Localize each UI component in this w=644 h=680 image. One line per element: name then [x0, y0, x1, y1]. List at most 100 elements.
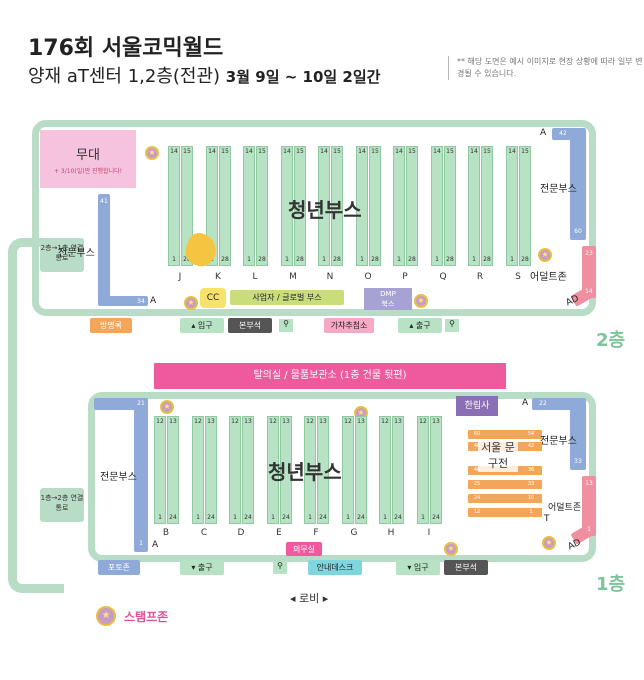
stationery-row[interactable] [468, 480, 542, 489]
booth-number: 15 [408, 148, 416, 155]
booth-column[interactable] [219, 146, 231, 266]
floor2-exit[interactable]: ▴ 출구 [398, 318, 442, 333]
booth-column[interactable] [267, 416, 279, 524]
booth-number: 12 [419, 418, 427, 425]
changing-room-banner[interactable]: 탈의실 / 물품보관소 (1층 건물 뒷편) [154, 363, 506, 389]
booth-number: 10 [527, 495, 535, 501]
booth-column[interactable] [317, 416, 329, 524]
row-letter: K [215, 272, 221, 282]
booth-column[interactable] [192, 416, 204, 524]
venue-dates: 양재 aT센터 1,2층(전관) 3월 9일 ~ 10일 2일간 [28, 62, 380, 88]
stamp-zone-label: 스탬프존 [124, 610, 169, 624]
booth-column[interactable] [506, 146, 518, 266]
booth-column[interactable] [519, 146, 531, 266]
floor2-right-pro-bar [570, 128, 586, 240]
floor2-hq[interactable]: 본부석 [228, 318, 272, 333]
stationery-row[interactable] [468, 508, 542, 517]
floor1-right-a: A [522, 398, 529, 408]
floor1-n1-left: 1 [139, 540, 143, 547]
row-letter: C [200, 528, 208, 538]
booth-column[interactable] [280, 416, 292, 524]
hanlimsa-booth[interactable]: 한림사 [456, 396, 498, 416]
floor2-entrance[interactable]: ▴ 입구 [180, 318, 224, 333]
row-letter: H [387, 528, 395, 538]
booth-number: 42 [527, 443, 535, 449]
booth-column[interactable] [205, 416, 217, 524]
booth-column[interactable] [318, 146, 330, 266]
booth-column[interactable] [431, 146, 443, 266]
floor1-adult-bar [582, 476, 596, 536]
booth-column[interactable] [342, 416, 354, 524]
booth-number: 60 [473, 431, 481, 437]
floor1-n22: 22 [539, 400, 547, 407]
booth-column[interactable] [369, 146, 381, 266]
booth-number: 24 [169, 514, 177, 521]
dates: 3월 9일 ~ 10일 2일간 [225, 68, 381, 86]
booth-column[interactable] [256, 146, 268, 266]
floor1-n21: 21 [137, 400, 145, 407]
booth-number: 1 [435, 256, 439, 263]
booth-number: 14 [170, 148, 178, 155]
booth-column[interactable] [406, 146, 418, 266]
booth-column[interactable] [281, 146, 293, 266]
visitor-book-button[interactable]: 방명록 [90, 318, 132, 333]
booth-number: 1 [510, 256, 514, 263]
booth-column[interactable] [243, 146, 255, 266]
booth-column[interactable] [417, 416, 429, 524]
booth-column[interactable] [379, 416, 391, 524]
booth-number: 1 [196, 514, 200, 521]
floor1-entrance[interactable]: ▾ 입구 [396, 560, 440, 575]
info-desk-button[interactable]: 안내데스크 [308, 560, 362, 575]
gacha-button[interactable]: 가챠추첨소 [324, 318, 374, 333]
booth-number: 28 [221, 256, 229, 263]
floor1-n1-right: 1 [587, 526, 591, 533]
floor2-left-pro-bar-bottom [98, 296, 148, 306]
booth-number: 15 [183, 148, 191, 155]
stage-note: + 3/10(일)만 진행합니다! [53, 168, 123, 175]
booth-number: 15 [296, 148, 304, 155]
business-global-booth[interactable]: 사업자 / 글로벌 부스 [230, 290, 344, 305]
floor1-left-a: A [152, 540, 159, 550]
booth-column[interactable] [468, 146, 480, 266]
booth-number: 12 [194, 418, 202, 425]
booth-column[interactable] [154, 416, 166, 524]
booth-column[interactable] [167, 416, 179, 524]
floor2-label: 2층 [596, 330, 626, 351]
floor2-n23: 23 [585, 250, 593, 257]
booth-column[interactable] [355, 416, 367, 524]
booth-column[interactable] [294, 146, 306, 266]
stamp-icon: ★ [160, 400, 174, 414]
booth-column[interactable] [304, 416, 316, 524]
booth-column[interactable] [331, 146, 343, 266]
stamp-icon: ★ [184, 296, 198, 310]
booth-column[interactable] [392, 416, 404, 524]
booth-number: 24 [432, 514, 440, 521]
floor2-n42: 42 [559, 130, 567, 137]
row-letter: R [476, 272, 484, 282]
booth-number: 1 [271, 514, 275, 521]
booth-column[interactable] [242, 416, 254, 524]
medical-room-button[interactable]: 의무실 [286, 542, 322, 556]
booth-column[interactable] [229, 416, 241, 524]
booth-column[interactable] [168, 146, 180, 266]
cc-booth[interactable]: CC [200, 288, 226, 308]
booth-column[interactable] [430, 416, 442, 524]
floor1-hq[interactable]: 본부석 [444, 560, 488, 575]
booth-number: 54 [527, 431, 535, 437]
floor2-n34: 34 [137, 298, 145, 305]
booth-number: 13 [394, 418, 402, 425]
booth-number: 13 [207, 418, 215, 425]
booth-number: 15 [371, 148, 379, 155]
booth-column[interactable] [356, 146, 368, 266]
booth-column[interactable] [393, 146, 405, 266]
floor1-exit[interactable]: ▾ 출구 [180, 560, 224, 575]
stationery-row[interactable] [468, 430, 542, 439]
booth-column[interactable] [444, 146, 456, 266]
stage[interactable]: 무대 + 3/10(일)만 진행합니다! [40, 130, 136, 188]
stationery-row[interactable] [468, 494, 542, 503]
row-letter: I [427, 528, 431, 538]
photo-zone-button[interactable]: 포토존 [98, 560, 140, 575]
row-letter: F [313, 528, 319, 538]
booth-column[interactable] [481, 146, 493, 266]
